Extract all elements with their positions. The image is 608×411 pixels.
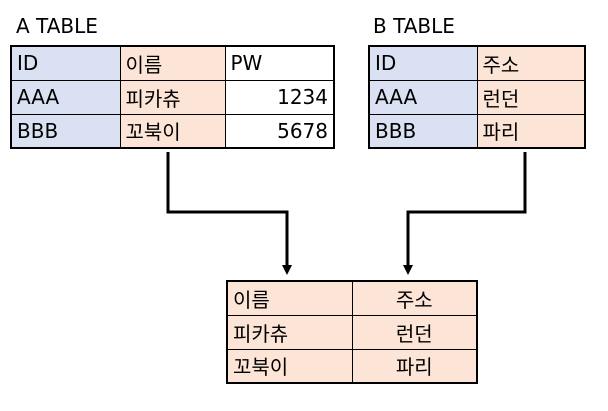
a-header-name: 이름 (119, 45, 226, 81)
arrow-a-to-result (166, 152, 292, 275)
table-row: AAA 피카츄 1234 (10, 79, 335, 115)
table-row: ID 주소 (368, 45, 586, 81)
result-cell-address: 런던 (351, 314, 478, 350)
b-table-title: B TABLE (373, 14, 455, 38)
a-cell-pw: 5678 (224, 113, 335, 149)
b-header-id: ID (368, 45, 478, 81)
table-row: 피카츄 런던 (226, 314, 478, 350)
b-cell-id: BBB (368, 113, 478, 149)
b-table: ID 주소 AAA 런던 BBB 파리 (368, 45, 586, 149)
a-cell-name: 피카츄 (119, 79, 226, 115)
a-cell-pw: 1234 (224, 79, 335, 115)
b-cell-address: 파리 (476, 113, 586, 149)
result-cell-address: 파리 (351, 348, 478, 384)
table-row: BBB 꼬북이 5678 (10, 113, 335, 149)
table-row: 꼬북이 파리 (226, 348, 478, 384)
result-table: 이름 주소 피카츄 런던 꼬북이 파리 (226, 280, 478, 384)
a-table: ID 이름 PW AAA 피카츄 1234 BBB 꼬북이 5678 (10, 45, 335, 149)
result-header-address: 주소 (351, 280, 478, 316)
table-row: 이름 주소 (226, 280, 478, 316)
b-header-address: 주소 (476, 45, 586, 81)
a-cell-name: 꼬북이 (119, 113, 226, 149)
table-row: BBB 파리 (368, 113, 586, 149)
arrow-b-to-result (403, 152, 527, 275)
result-header-name: 이름 (226, 280, 353, 316)
a-table-title: A TABLE (16, 14, 98, 38)
result-cell-name: 피카츄 (226, 314, 353, 350)
a-cell-id: BBB (10, 113, 121, 149)
result-cell-name: 꼬북이 (226, 348, 353, 384)
